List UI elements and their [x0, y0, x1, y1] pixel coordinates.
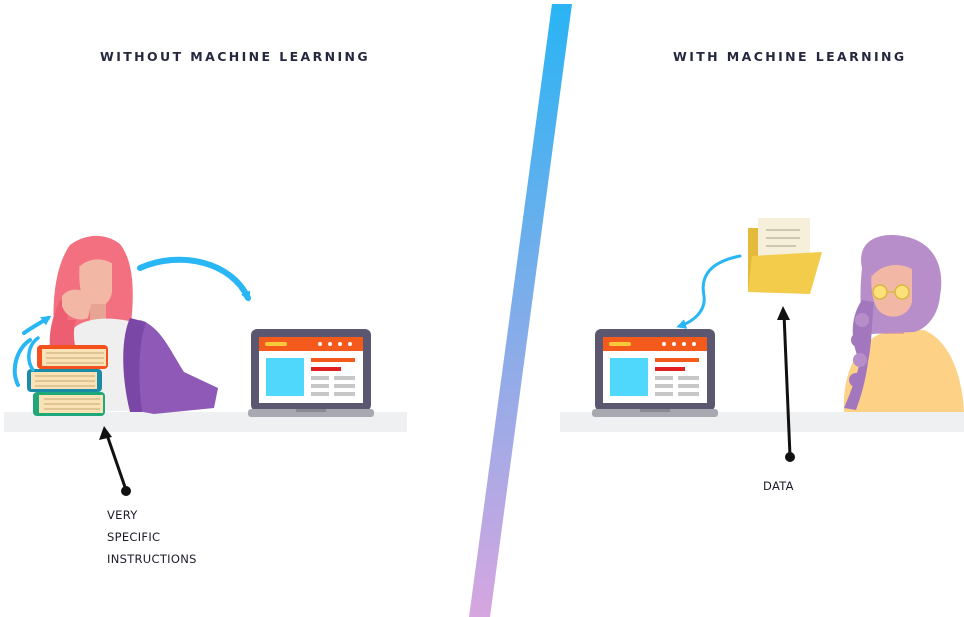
pointer-head	[99, 426, 112, 440]
arrow-icon	[27, 336, 40, 372]
books-icon	[27, 345, 108, 416]
folder-icon	[748, 218, 822, 294]
arrow-icon	[12, 338, 32, 387]
right-caption: DATA	[763, 479, 794, 493]
woman-glasses-illustration	[843, 235, 964, 412]
right-panel-title: WITH MACHINE LEARNING	[673, 49, 907, 64]
left-panel-title: WITHOUT MACHINE LEARNING	[100, 49, 371, 64]
laptop-icon	[248, 329, 374, 417]
caption-line: SPECIFIC	[107, 530, 161, 544]
arrow-icon	[137, 256, 251, 302]
left-caption: VERY SPECIFIC INSTRUCTIONS	[107, 504, 197, 570]
arrow-icon	[22, 315, 52, 335]
laptop-icon	[592, 329, 718, 417]
diagonal-divider	[469, 4, 572, 617]
pointer-dot	[785, 452, 795, 462]
arrow-icon	[676, 254, 742, 329]
pointer-head	[777, 306, 790, 320]
caption-line: VERY	[107, 508, 138, 522]
caption-line: INSTRUCTIONS	[107, 552, 197, 566]
pointer-dot	[121, 486, 131, 496]
pointer-line	[104, 431, 128, 491]
pointer-line	[782, 313, 792, 457]
